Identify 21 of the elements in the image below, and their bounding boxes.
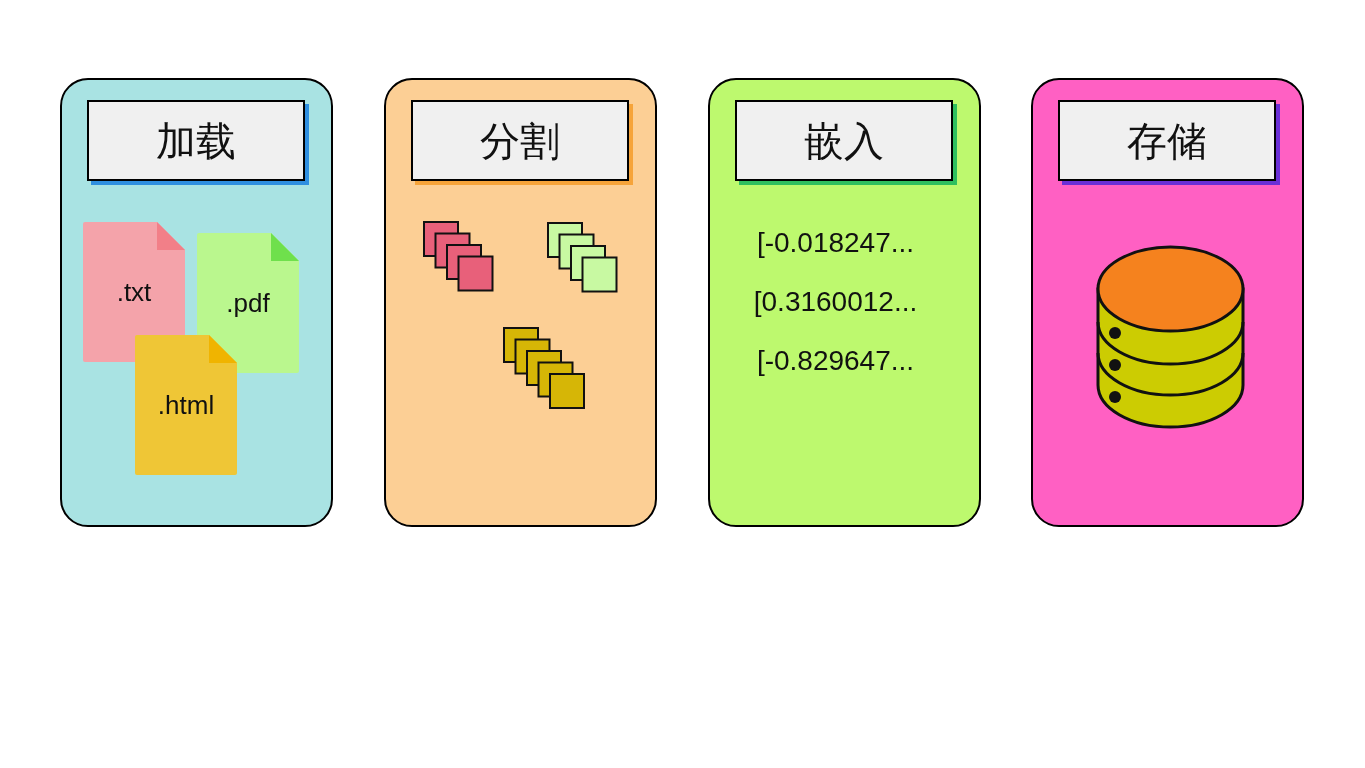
title-box	[87, 100, 309, 185]
document-sheet	[83, 222, 185, 362]
stage-card	[708, 78, 981, 527]
document-sheet	[135, 335, 237, 475]
vector-value: [-0.018247...	[756, 229, 915, 257]
title-text: 加载	[156, 120, 236, 161]
title-box	[735, 100, 957, 185]
title-box	[1058, 100, 1280, 185]
stage-card	[384, 78, 657, 527]
stage-card	[1031, 78, 1304, 527]
title-text: 存储	[1127, 120, 1207, 161]
file-extension-label: .txt	[116, 279, 152, 305]
title-text: 分割	[480, 120, 560, 161]
title-box	[411, 100, 633, 185]
document-sheet	[197, 233, 299, 373]
file-extension-label: .pdf	[226, 290, 270, 316]
title-text: 嵌入	[804, 120, 884, 161]
vector-value: [0.3160012...	[753, 288, 918, 316]
vector-value: [-0.829647...	[756, 347, 915, 375]
file-extension-label: .html	[157, 392, 215, 418]
stage-card	[60, 78, 333, 527]
